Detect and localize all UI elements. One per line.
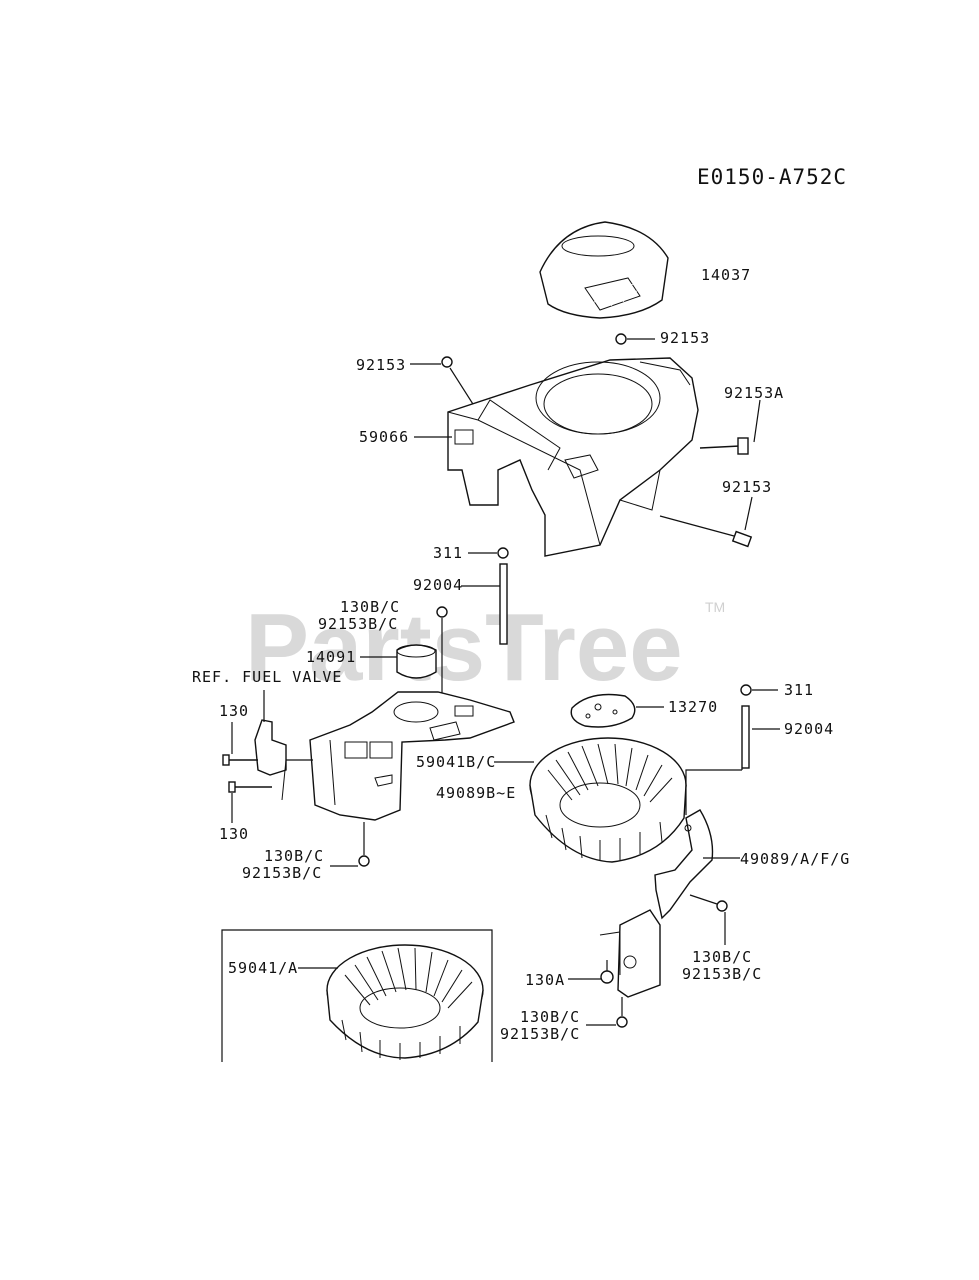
part-14091-collar[interactable] (396, 644, 437, 679)
part-fuel-valve-bracket[interactable] (254, 719, 287, 801)
inset-box (221, 929, 493, 1062)
label-14037[interactable]: 14037 (701, 266, 751, 284)
label-ref-fuel-valve[interactable]: REF. FUEL VALVE (192, 668, 342, 686)
label-92004-right[interactable]: 92004 (784, 720, 834, 738)
bolt-130A[interactable] (600, 970, 614, 984)
bolt-92153-left[interactable] (441, 356, 453, 368)
nut-311-top[interactable] (497, 547, 509, 559)
label-59066[interactable]: 59066 (359, 428, 409, 446)
diagram-code: E0150-A752C (697, 165, 847, 189)
label-130BC-bottom[interactable]: 130B/C (520, 1008, 580, 1026)
part-59041A-fan[interactable] (326, 944, 484, 1060)
watermark-tm: TM (705, 599, 725, 615)
part-59041BC-fan[interactable] (529, 737, 687, 863)
label-13270[interactable]: 13270 (668, 698, 718, 716)
label-130BC-upper[interactable]: 130B/C (340, 598, 400, 616)
label-130-lower[interactable]: 130 (219, 825, 249, 843)
watermark-text: PartsTree (245, 594, 683, 701)
label-311-right[interactable]: 311 (784, 681, 814, 699)
nut-311-right[interactable] (740, 684, 752, 696)
stud-92004-right[interactable] (741, 705, 750, 769)
label-59041A[interactable]: 59041/A (228, 959, 298, 977)
label-59041BC[interactable]: 59041B/C (416, 753, 496, 771)
label-14091[interactable]: 14091 (306, 648, 356, 666)
part-baffle-plate[interactable] (309, 691, 515, 821)
bolt-92153-top[interactable] (615, 333, 627, 345)
bolt-130-upper[interactable] (222, 754, 258, 766)
label-92153BC-left[interactable]: 92153B/C (242, 864, 322, 882)
label-49089AFG[interactable]: 49089/A/F/G (740, 850, 850, 868)
label-130A[interactable]: 130A (525, 971, 565, 989)
bolt-130BC-92153BC-right[interactable] (716, 900, 728, 912)
bolt-130BC-92153BC-upper[interactable] (436, 606, 448, 618)
label-130BC-left[interactable]: 130B/C (264, 847, 324, 865)
part-49089-baffle[interactable] (599, 809, 714, 998)
label-92153BC-bottom[interactable]: 92153B/C (500, 1025, 580, 1043)
part-13270-plate[interactable] (570, 693, 636, 728)
bolt-130-lower[interactable] (228, 781, 272, 793)
part-14037-cover[interactable] (539, 221, 669, 319)
label-130-upper[interactable]: 130 (219, 702, 249, 720)
label-130BC-right[interactable]: 130B/C (692, 948, 752, 966)
bolt-92153-right[interactable] (731, 530, 753, 548)
stud-92004-top[interactable] (499, 563, 508, 645)
bolt-130BC-92153BC-bottom[interactable] (616, 1016, 628, 1028)
label-92153BC-upper[interactable]: 92153B/C (318, 615, 398, 633)
label-49089BE[interactable]: 49089B~E (436, 784, 516, 802)
label-92004-top[interactable]: 92004 (413, 576, 463, 594)
label-92153A[interactable]: 92153A (724, 384, 784, 402)
label-92153-top[interactable]: 92153 (660, 329, 710, 347)
label-311-top[interactable]: 311 (433, 544, 463, 562)
label-92153BC-right[interactable]: 92153B/C (682, 965, 762, 983)
bolt-130BC-92153BC-left[interactable] (358, 855, 370, 867)
part-59066-shroud[interactable] (447, 357, 699, 557)
label-92153-right[interactable]: 92153 (722, 478, 772, 496)
bolt-92153A[interactable] (699, 437, 749, 455)
label-92153-left[interactable]: 92153 (356, 356, 406, 374)
